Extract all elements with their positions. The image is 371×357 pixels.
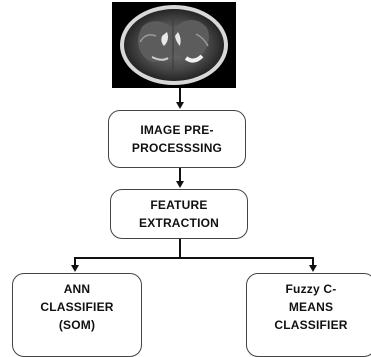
connector-line (312, 257, 314, 265)
brain-mri-image (112, 2, 236, 88)
connector-line (74, 257, 313, 259)
feature-extraction-node: FEATURE EXTRACTION (110, 189, 248, 239)
arrow-head (176, 181, 184, 188)
ann-classifier-label: ANN CLASSIFIER (SOM) (40, 280, 113, 334)
preprocessing-label: IMAGE PRE- PROCESSSING (132, 121, 222, 157)
connector-line (179, 88, 181, 102)
ann-classifier-node: ANN CLASSIFIER (SOM) (12, 273, 142, 357)
connector-line (179, 168, 181, 182)
arrow-head (309, 265, 317, 272)
brain-mri-icon (112, 2, 236, 88)
connector-line (179, 239, 181, 257)
fuzzy-classifier-label: Fuzzy C- MEANS CLASSIFIER (274, 280, 347, 334)
connector-line (74, 257, 76, 265)
fuzzy-classifier-node: Fuzzy C- MEANS CLASSIFIER (246, 273, 371, 357)
feature-extraction-label: FEATURE EXTRACTION (139, 196, 219, 232)
arrow-head (176, 102, 184, 109)
preprocessing-node: IMAGE PRE- PROCESSSING (108, 110, 246, 168)
arrow-head (71, 265, 79, 272)
